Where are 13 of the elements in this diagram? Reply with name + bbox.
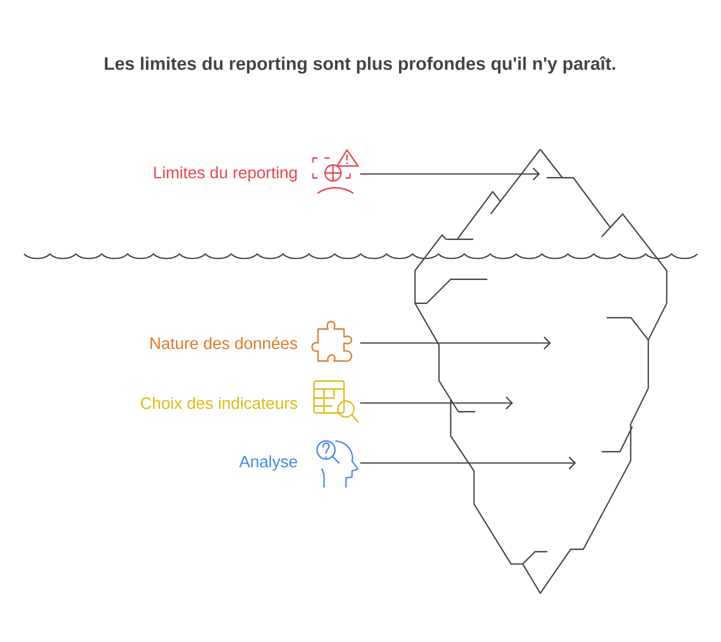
arrow bbox=[360, 456, 576, 470]
icon-label: Nature des données bbox=[150, 336, 298, 350]
table-search-icon bbox=[313, 380, 359, 423]
icon-label: Choix des indicateurs bbox=[140, 396, 298, 410]
head-question-icon bbox=[316, 440, 359, 488]
arrow bbox=[360, 336, 551, 350]
arrow bbox=[360, 168, 540, 180]
icon-label: Analyse bbox=[239, 455, 298, 471]
warning-icon bbox=[312, 149, 359, 194]
title: Les limites du reporting sont plus profondes qu'il n'y paraît. bbox=[104, 56, 616, 74]
arrow bbox=[360, 396, 513, 410]
icon-label: Limites du reporting bbox=[154, 166, 297, 182]
puzzle-icon bbox=[311, 320, 352, 362]
